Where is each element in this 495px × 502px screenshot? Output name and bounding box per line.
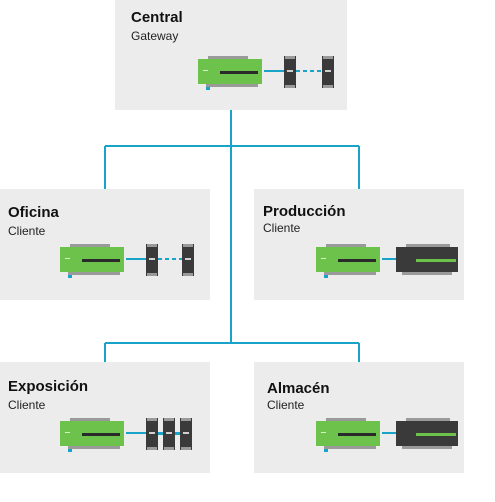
almacen-controller-device	[316, 418, 380, 452]
node-almacen	[254, 362, 464, 473]
node-produccion-title: Producción	[263, 203, 346, 220]
central-controller-device	[198, 56, 262, 90]
almacen-io-module	[382, 418, 458, 449]
node-almacen-title: Almacén	[267, 380, 330, 397]
node-almacen-role: Cliente	[267, 398, 305, 412]
node-central-title: Central	[131, 9, 183, 26]
node-oficina-role: Cliente	[8, 224, 46, 238]
oficina-expansion-modules	[126, 244, 194, 276]
node-exposicion	[0, 362, 210, 473]
node-central	[115, 0, 347, 110]
node-oficina-title: Oficina	[8, 204, 59, 221]
oficina-controller-device	[60, 244, 124, 278]
produccion-controller-device	[316, 244, 380, 278]
node-produccion-role: Cliente	[263, 221, 301, 235]
exposicion-controller-device	[60, 418, 124, 452]
node-exposicion-title: Exposición	[8, 378, 89, 395]
central-expansion-modules	[264, 56, 334, 88]
exposicion-expansion-modules	[126, 418, 192, 450]
produccion-io-module	[382, 244, 458, 275]
node-exposicion-role: Cliente	[8, 398, 46, 412]
node-central-role: Gateway	[131, 29, 179, 43]
